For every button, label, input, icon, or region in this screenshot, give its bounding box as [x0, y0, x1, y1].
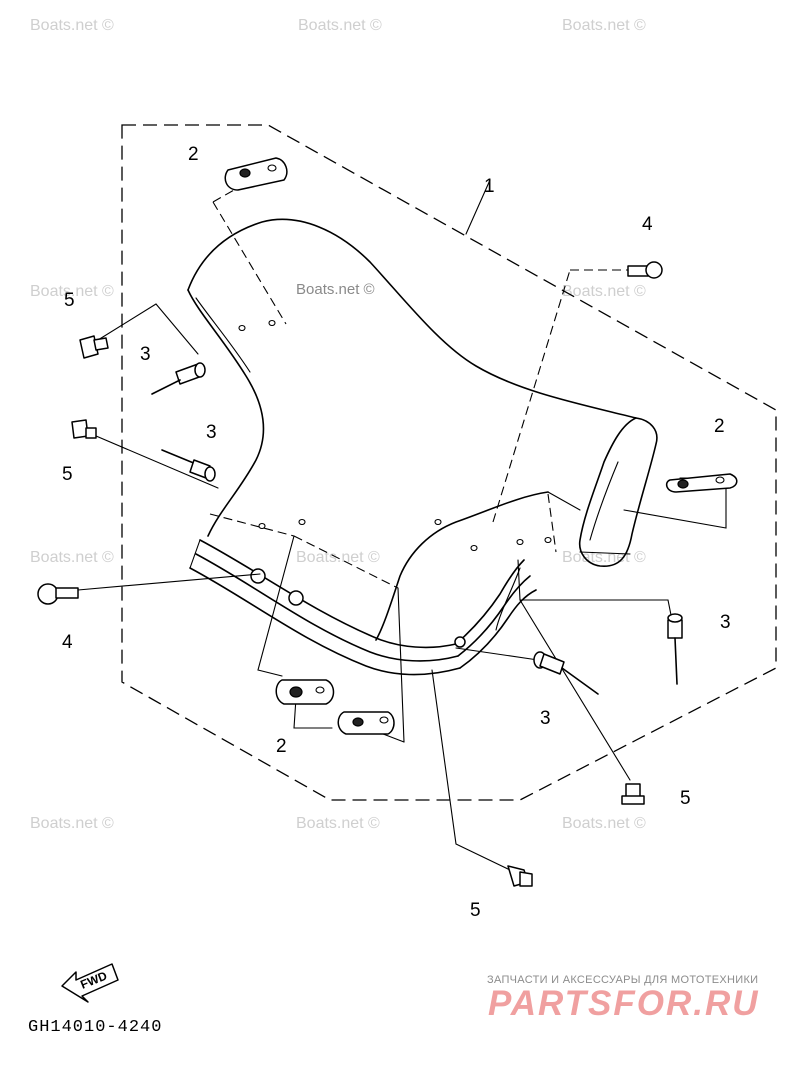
rivet-fastener [533, 651, 599, 695]
bolt-fastener [79, 335, 109, 359]
watermark: Boats.net © [30, 283, 114, 300]
cover-body [187, 218, 658, 676]
callout-1: 1 [484, 176, 495, 197]
callout-2: 2 [714, 416, 725, 437]
watermark: Boats.net © [562, 815, 646, 832]
callout-4: 4 [642, 214, 653, 235]
screw-fastener [37, 583, 79, 605]
watermark: Boats.net © [30, 549, 114, 566]
watermark: Boats.net © [30, 17, 114, 34]
plate-fastener [337, 711, 395, 735]
callout-2: 2 [276, 736, 287, 757]
callout-5: 5 [470, 900, 481, 921]
callout-2: 2 [188, 144, 199, 165]
brand-logo: PARTSFOR.RU [488, 984, 760, 1023]
screw-fastener [627, 261, 663, 279]
plate-fastener [665, 473, 738, 493]
plate-fastener [275, 679, 335, 705]
bolt-fastener [507, 865, 533, 887]
watermark: Boats.net © [30, 815, 114, 832]
watermark: Boats.net © [298, 17, 382, 34]
callout-3: 3 [140, 344, 151, 365]
bolt-fastener [621, 783, 645, 805]
callout-3: 3 [720, 612, 731, 633]
watermark-group: Boats.net © Boats.net © Boats.net © Boat… [30, 17, 646, 832]
rivet-fastener [151, 362, 206, 395]
plate-fastener [224, 157, 288, 191]
rivet-fastener [667, 613, 683, 685]
callout-labels: 1 2 2 2 3 3 3 3 4 4 5 5 5 5 [62, 144, 731, 921]
reference-lines [209, 189, 628, 589]
callout-5: 5 [64, 290, 75, 311]
watermark: Boats.net © [562, 17, 646, 34]
watermark: Boats.net © [296, 815, 380, 832]
callout-4: 4 [62, 632, 73, 653]
assembly-boundary [121, 124, 777, 801]
watermark: Boats.net © [296, 281, 375, 298]
callout-5: 5 [62, 464, 73, 485]
callout-3: 3 [540, 708, 551, 729]
fwd-arrow-icon: FWD [61, 963, 119, 1003]
callout-3: 3 [206, 422, 217, 443]
callout-5: 5 [680, 788, 691, 809]
watermark: Boats.net © [562, 283, 646, 300]
brand-tagline: ЗАПЧАСТИ И АКСЕССУАРЫ ДЛЯ МОТОТЕХНИКИ [487, 974, 759, 986]
bolt-fastener [71, 419, 97, 439]
rivet-fastener [161, 449, 216, 482]
watermark: Boats.net © [562, 549, 646, 566]
diagram-code: GH14010-4240 [28, 1018, 163, 1037]
